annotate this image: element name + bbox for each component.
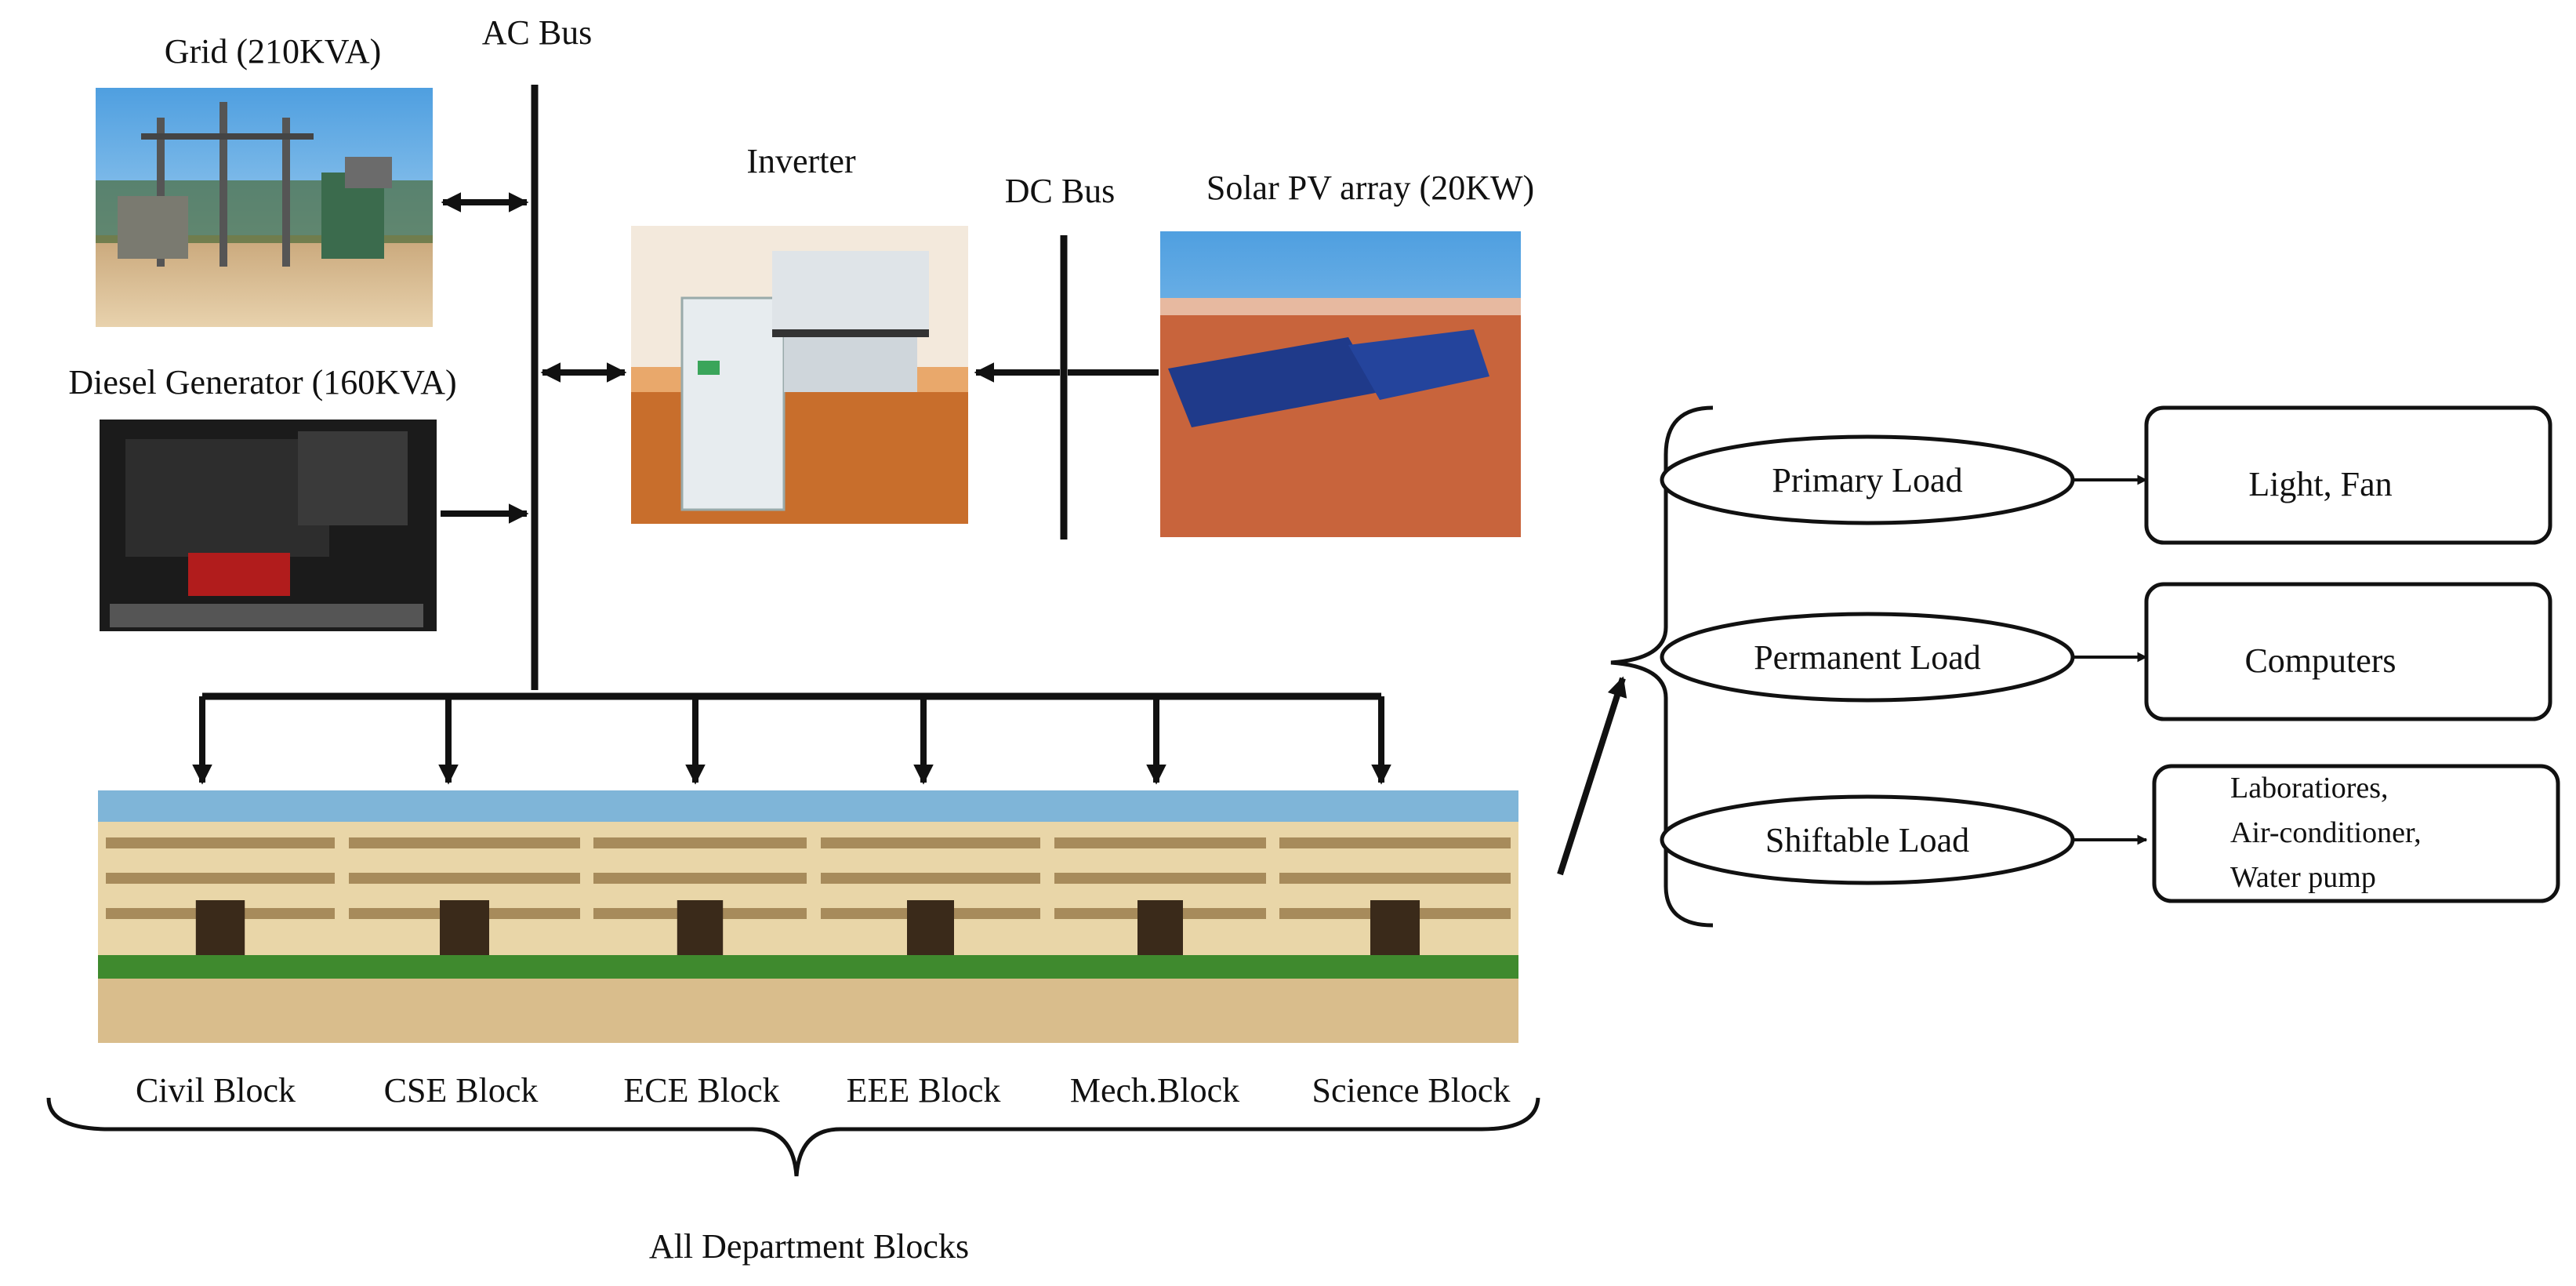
shiftable-load-devices-box	[2152, 764, 2560, 903]
block-feed-arrows	[192, 696, 1391, 785]
ece-block-photo	[586, 790, 815, 1043]
shiftable-load-device-0: Laboratiores,	[2230, 772, 2389, 805]
blocks-group-label: All Department Blocks	[649, 1227, 969, 1266]
primary-load-label: Primary Load	[1772, 461, 1962, 500]
shiftable-load-ellipse	[1660, 794, 2075, 885]
science-block-photo	[1272, 790, 1518, 1043]
primary-load-devices-box	[2144, 405, 2552, 545]
permanent-load-devices-box	[2144, 582, 2552, 721]
civil-block-photo	[98, 790, 343, 1043]
block-label-cse-block: CSE Block	[384, 1071, 539, 1110]
inverter-photo	[631, 226, 968, 524]
primary-load-device-0: Light, Fan	[2248, 465, 2392, 503]
block-label-eee-block: EEE Block	[847, 1071, 1001, 1110]
dc-bus-label: DC Bus	[1005, 172, 1116, 210]
eee-block-photo	[813, 790, 1048, 1043]
diesel-generator-photo	[100, 420, 437, 631]
blocks-to-loads-arrow	[1557, 676, 1627, 876]
department-block-photos	[98, 790, 1518, 1043]
permanent-load-device-0: Computers	[2244, 641, 2396, 680]
block-label-civil-block: Civil Block	[136, 1071, 296, 1110]
permanent-load-ellipse	[1660, 612, 2075, 703]
solar-label: Solar PV array (20KW)	[1206, 169, 1534, 207]
solar-pv-photo	[1160, 231, 1521, 537]
mech-block-photo	[1047, 790, 1274, 1043]
diesel-label: Diesel Generator (160KVA)	[68, 363, 456, 401]
grid-label: Grid (210KVA)	[165, 32, 382, 71]
grid-photo	[96, 88, 433, 327]
inverter-label: Inverter	[746, 142, 856, 180]
block-label-science-block: Science Block	[1312, 1071, 1511, 1110]
block-label-ece-block: ECE Block	[623, 1071, 779, 1110]
shiftable-load-label: Shiftable Load	[1765, 821, 1969, 859]
loads-brace	[1610, 405, 1714, 928]
permanent-load-label: Permanent Load	[1754, 638, 1981, 677]
primary-load-ellipse	[1660, 434, 2075, 525]
shiftable-load-device-1: Air-conditioner,	[2230, 816, 2422, 849]
cse-block-photo	[341, 790, 588, 1043]
shiftable-load-device-2: Water pump	[2230, 861, 2376, 894]
blocks-brace	[46, 1097, 1540, 1177]
block-labels: Civil Block CSE Block ECE Block EEE Block Me…	[136, 1071, 1511, 1110]
ac-bus-label: AC Bus	[482, 13, 593, 52]
block-label-mech-block: Mech.Block	[1070, 1071, 1239, 1110]
